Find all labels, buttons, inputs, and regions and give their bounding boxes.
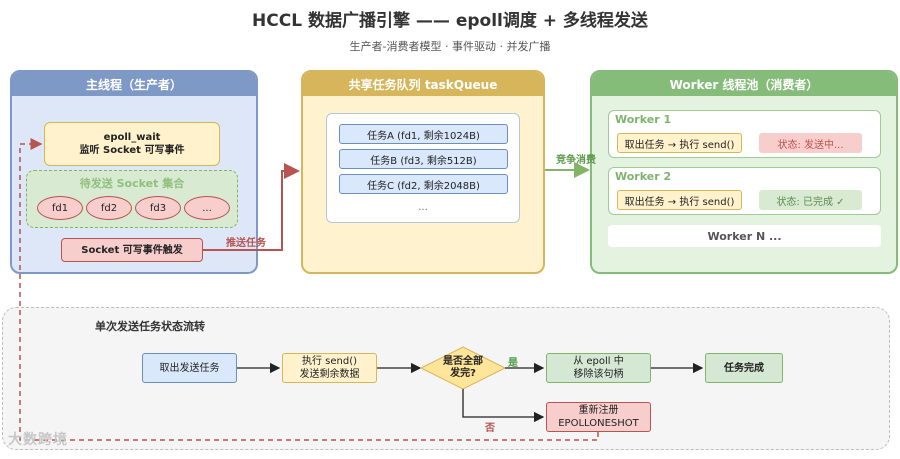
step-execute-send: 执行 send() 发送剩余数据 xyxy=(282,353,377,383)
push-task-arrow xyxy=(203,163,300,251)
fd-node: ... xyxy=(184,196,230,220)
task-item: 任务A (fd1, 剩余1024B) xyxy=(339,124,508,144)
yes-label: 是 xyxy=(508,358,518,369)
worker-card: Worker 2 取出任务 → 执行 send() 状态: 已完成 ✓ xyxy=(608,167,881,215)
step-reregister: 重新注册 EPOLLONESHOT xyxy=(546,402,651,432)
worker-name: Worker 1 xyxy=(615,113,672,126)
task-item: 任务B (fd3, 剩余512B) xyxy=(339,149,508,169)
step-send-line1: 执行 send() xyxy=(301,356,358,367)
main-thread-title: 主线程（生产者） xyxy=(12,72,256,96)
task-item: 任务C (fd2, 剩余2048B) xyxy=(339,174,508,194)
decision-line: 是否全部发完? xyxy=(443,356,483,379)
task-ellipsis: ... xyxy=(418,202,428,213)
page-subtitle: 生产者-消费者模型 · 事件驱动 · 并发广播 xyxy=(349,40,551,53)
no-label: 否 xyxy=(485,423,495,434)
flow-title: 单次发送任务状态流转 xyxy=(95,320,205,333)
socket-set-label: 待发送 Socket 集合 xyxy=(79,177,185,190)
step-task-done: 任务完成 xyxy=(705,353,783,383)
epoll-wait-desc: 监听 Socket 可写事件 xyxy=(79,145,185,156)
epoll-wait-label: epoll_wait xyxy=(103,132,161,143)
watermark-logo: 大数跨境 xyxy=(8,432,68,448)
task-queue-title: 共享任务队列 taskQueue xyxy=(303,72,543,96)
worker-n-box: Worker N ... xyxy=(608,225,881,247)
worker-action: 取出任务 → 执行 send() xyxy=(617,133,742,153)
reregister-feedback-arrow xyxy=(19,138,599,441)
worker-pool-title: Worker 线程池（消费者） xyxy=(592,72,896,96)
push-task-label: 推送任务 xyxy=(226,238,266,249)
socket-trigger-box: Socket 可写事件触发 xyxy=(61,238,203,262)
worker-name: Worker 2 xyxy=(615,170,672,183)
step-fetch-task: 取出发送任务 xyxy=(142,353,237,383)
worker-status: 状态: 已完成 ✓ xyxy=(759,190,862,210)
step-rereg-line2: EPOLLONESHOT xyxy=(558,418,639,429)
decision-label: 是否全部发完? xyxy=(430,353,496,383)
step-rereg-line1: 重新注册 xyxy=(578,405,619,416)
fd-node: fd3 xyxy=(135,196,181,220)
compete-label: 竞争消费 xyxy=(556,155,596,166)
fd-node: fd2 xyxy=(86,196,132,220)
flow-arrow-no xyxy=(462,389,545,423)
step-remove-line2: 移除该句柄 xyxy=(573,369,624,380)
worker-action: 取出任务 → 执行 send() xyxy=(617,190,742,210)
step-remove-handle: 从 epoll 中 移除该句柄 xyxy=(546,353,651,383)
fd-node: fd1 xyxy=(37,196,83,220)
epoll-wait-box: epoll_wait 监听 Socket 可写事件 xyxy=(44,122,220,166)
step-send-line2: 发送剩余数据 xyxy=(299,369,360,380)
worker-status: 状态: 发送中... xyxy=(759,133,862,153)
step-remove-line1: 从 epoll 中 xyxy=(573,356,624,367)
page-title: HCCL 数据广播引擎 —— epoll调度 + 多线程发送 xyxy=(252,11,648,31)
worker-card: Worker 1 取出任务 → 执行 send() 状态: 发送中... xyxy=(608,110,881,158)
